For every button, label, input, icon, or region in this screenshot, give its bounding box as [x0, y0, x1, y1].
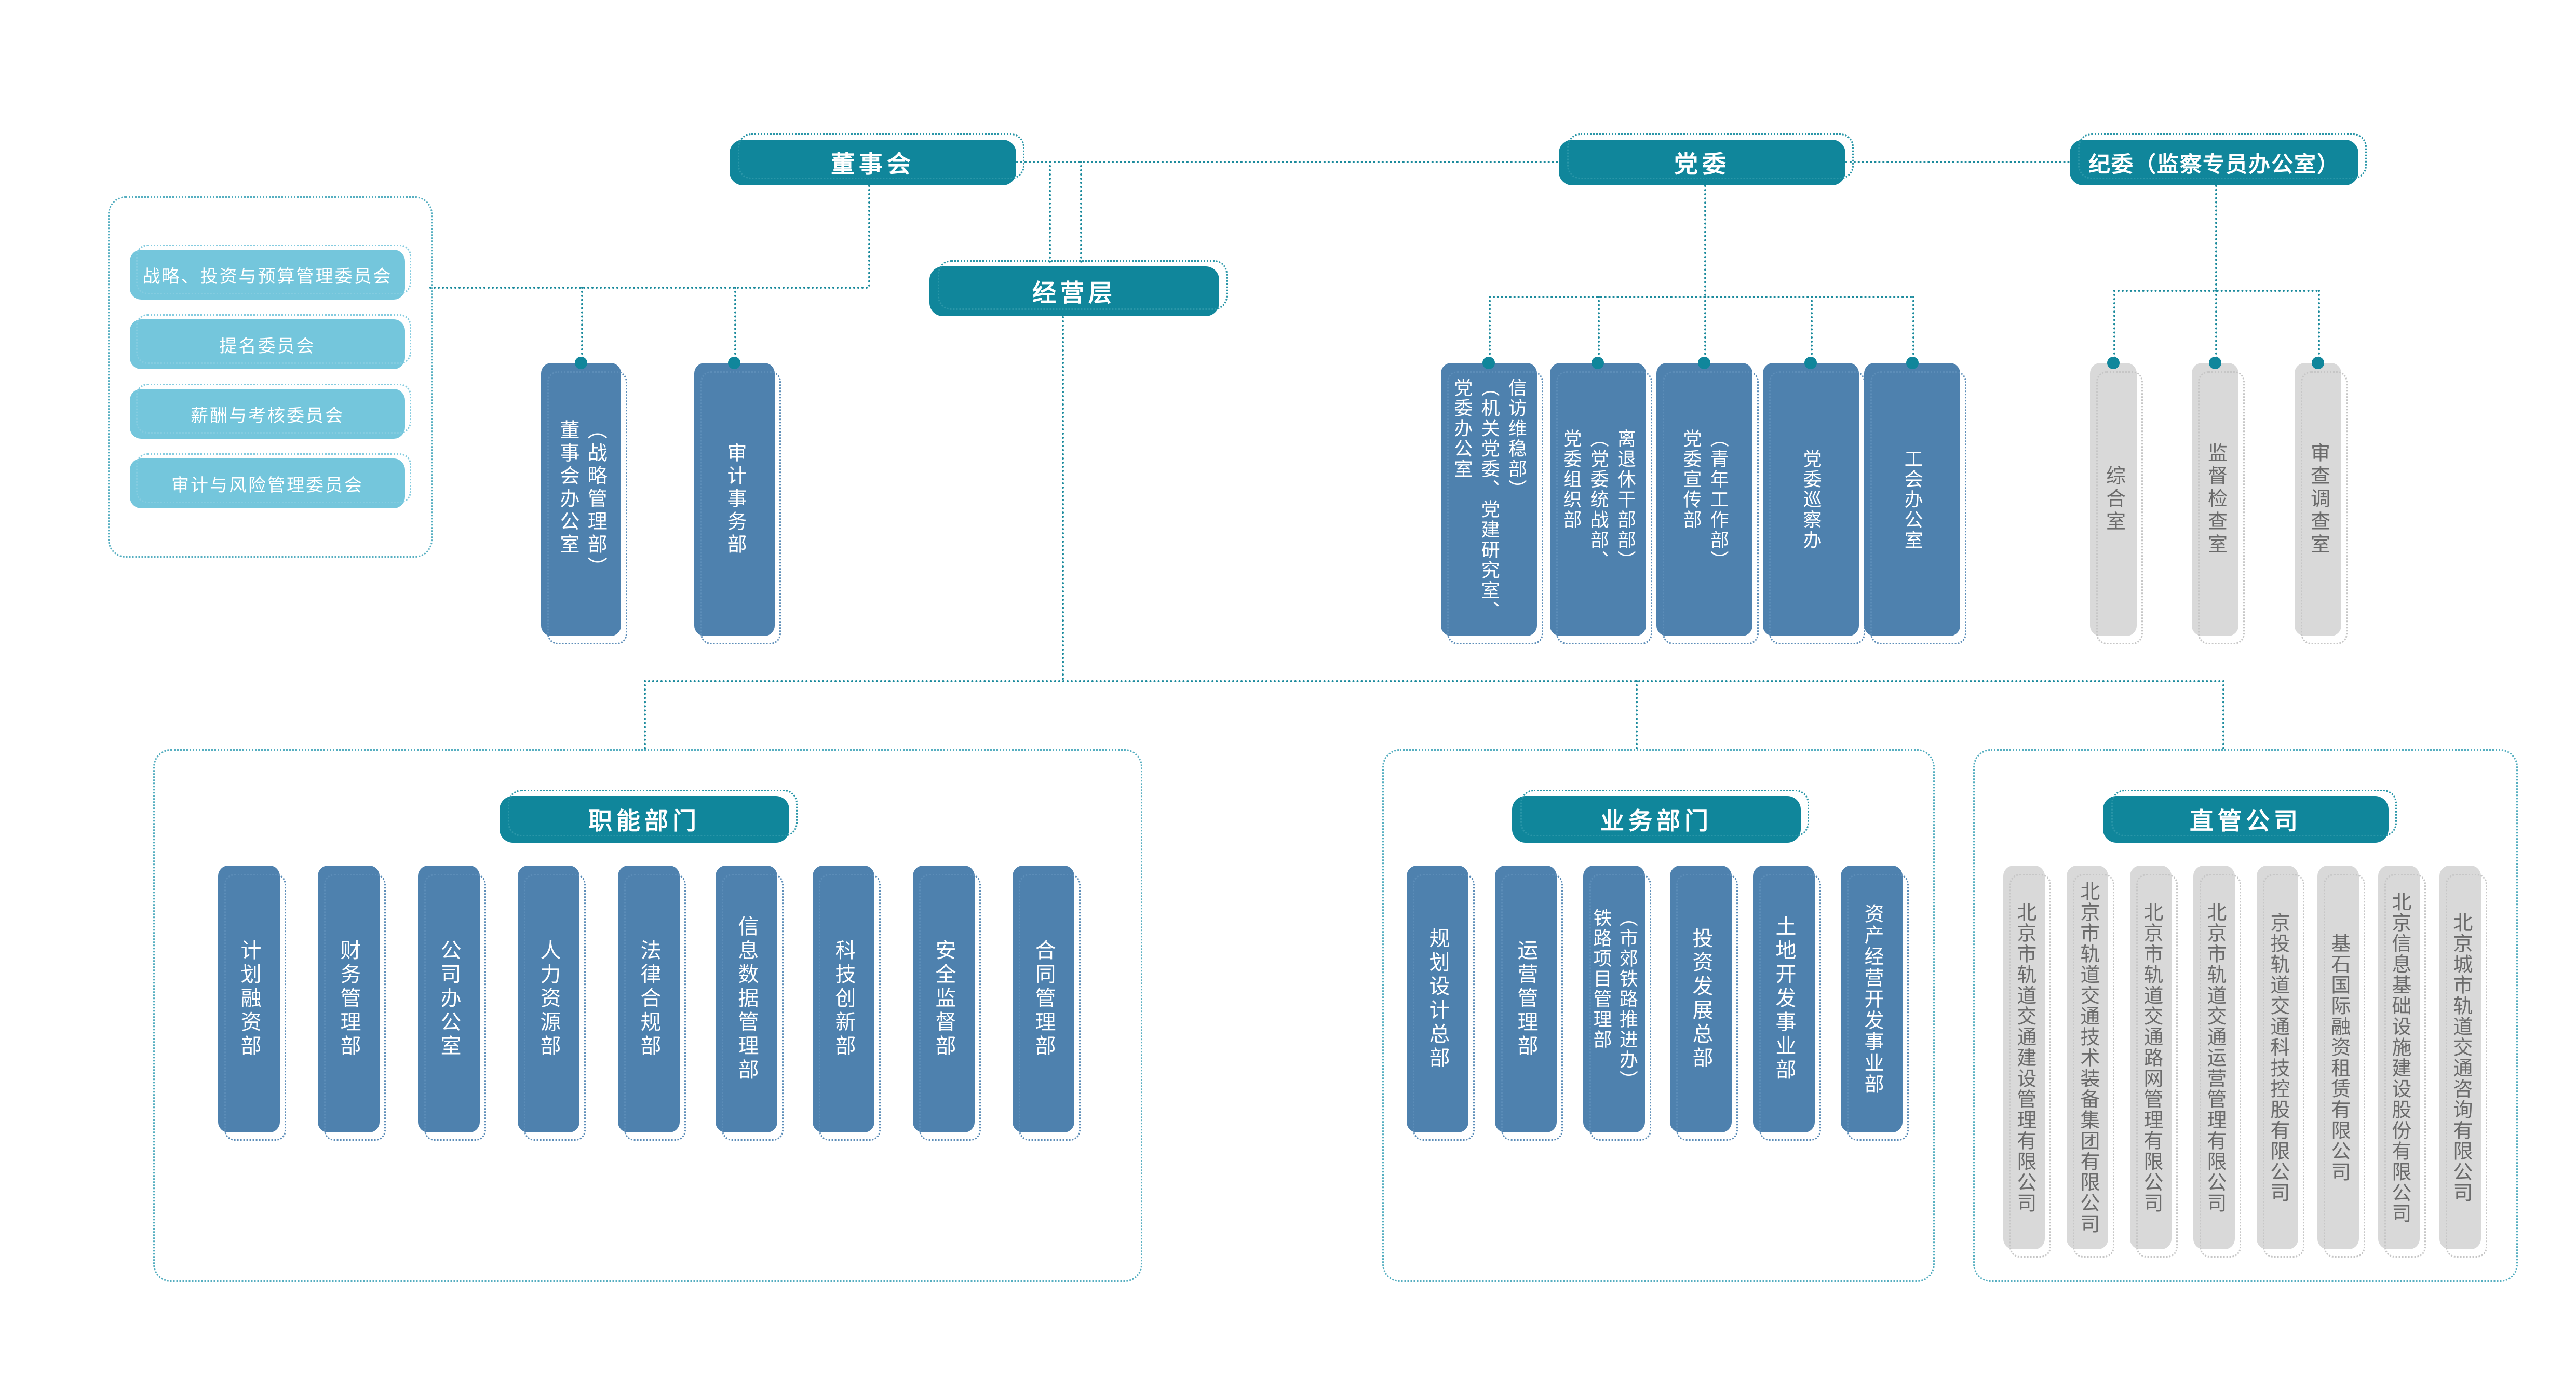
company-item: 北京信息基础设施建设股份有限公司 — [2378, 866, 2426, 1258]
committee-item: 战略、投资与预算管理委员会 — [130, 245, 411, 300]
connector-dot — [1592, 357, 1604, 369]
party-office: 党委组织部 （党委统战部、 离退休干部部） — [1550, 363, 1652, 644]
connector-party-discipline — [1845, 161, 2070, 163]
company-item: 北京城市轨道交通咨询有限公司 — [2439, 866, 2487, 1258]
company-item: 北京市轨道交通建设管理有限公司 — [2003, 866, 2051, 1258]
dept-item: 土地开发事业部 — [1753, 866, 1821, 1141]
board-committees-container — [108, 196, 433, 558]
dept-item: 规划设计总部 — [1407, 866, 1475, 1141]
node-board: 董事会 — [730, 133, 1024, 185]
connector-dot — [2209, 357, 2221, 369]
group-business-container — [1382, 749, 1935, 1282]
connector-drop-board-office-1 — [581, 287, 583, 363]
connector-drop-group-3 — [2222, 680, 2224, 749]
connector-drop-party-5 — [1912, 296, 1914, 363]
connector-board-party — [1016, 161, 1559, 163]
connector-drop-party-2 — [1598, 296, 1600, 363]
connector-drop-group-2 — [1636, 680, 1638, 749]
board-office: 董事会办公室 （战略管理部） — [541, 363, 627, 644]
connector-drop-group-1 — [644, 680, 646, 749]
dept-item: 公司办公室 — [418, 866, 486, 1141]
connector-drop-management-b — [1080, 161, 1082, 263]
party-office: 党委办公室 （机关党委、党建研究室、 信访维稳部） — [1441, 363, 1543, 644]
party-office: 工会办公室 — [1864, 363, 1966, 644]
connector-party-offices — [1489, 296, 1912, 298]
node-management: 经营层 — [929, 260, 1228, 316]
connector-drop-disc-1 — [2113, 290, 2115, 363]
dept-item: 资产经营开发事业部 — [1841, 866, 1909, 1141]
connector-dot — [728, 357, 740, 369]
connector-board-down — [868, 185, 870, 287]
connector-dot — [2107, 357, 2120, 369]
company-item: 北京市轨道交通运营管理有限公司 — [2193, 866, 2241, 1258]
connector-drop-party-1 — [1489, 296, 1491, 363]
group-companies-container — [1973, 749, 2518, 1282]
committee-item: 提名委员会 — [130, 314, 411, 369]
party-office: 党委巡察办 — [1763, 363, 1865, 644]
connector-drop-board-office-2 — [734, 287, 736, 363]
connector-dot — [1698, 357, 1710, 369]
connector-management-down — [1062, 316, 1064, 680]
discipline-office: 综合室 — [2090, 363, 2143, 644]
connector-party-down — [1704, 185, 1706, 296]
party-office: 党委宣传部 （青年工作部） — [1656, 363, 1759, 644]
connector-dot — [575, 357, 587, 369]
connector-dot — [1804, 357, 1817, 369]
dept-item: 合同管理部 — [1013, 866, 1081, 1141]
connector-drop-party-3 — [1704, 296, 1706, 363]
connector-drop-management-a — [1049, 161, 1051, 263]
connector-groups — [644, 680, 2222, 682]
connector-discipline-down — [2215, 185, 2217, 290]
group-companies-header: 直管公司 — [2103, 790, 2397, 843]
node-party: 党委 — [1559, 133, 1854, 185]
dept-item: 法律合规部 — [618, 866, 686, 1141]
company-item: 北京市轨道交通技术装备集团有限公司 — [2067, 866, 2114, 1258]
node-discipline: 纪委（监察专员办公室） — [2070, 133, 2367, 185]
group-functional-header: 职能部门 — [500, 790, 798, 843]
board-office: 审计事务部 — [694, 363, 781, 644]
company-item: 北京市轨道交通路网管理有限公司 — [2130, 866, 2178, 1258]
dept-item: 计划融资部 — [218, 866, 286, 1141]
connector-drop-party-4 — [1811, 296, 1813, 363]
group-business-header: 业务部门 — [1512, 790, 1809, 843]
connector-dot — [1482, 357, 1495, 369]
dept-item: 财务管理部 — [318, 866, 386, 1141]
company-item: 京投轨道交通科技控股有限公司 — [2257, 866, 2304, 1258]
discipline-office: 监督检查室 — [2192, 363, 2245, 644]
dept-item: 人力资源部 — [518, 866, 586, 1141]
dept-item: 信息数据管理部 — [716, 866, 784, 1141]
committee-item: 薪酬与考核委员会 — [130, 384, 411, 439]
group-functional-container — [153, 749, 1142, 1282]
connector-dot — [2312, 357, 2324, 369]
dept-item: 安全监督部 — [913, 866, 981, 1141]
dept-item: 运营管理部 — [1495, 866, 1563, 1141]
connector-drop-disc-3 — [2318, 290, 2320, 363]
discipline-office: 审查调查室 — [2295, 363, 2348, 644]
committee-item: 审计与风险管理委员会 — [130, 453, 411, 508]
connector-drop-disc-2 — [2215, 290, 2217, 363]
dept-item: 铁路项目管理部 （市郊铁路推进办） — [1583, 866, 1651, 1141]
dept-item: 投资发展总部 — [1670, 866, 1738, 1141]
connector-board-offices — [429, 287, 868, 289]
company-item: 基石国际融资租赁有限公司 — [2317, 866, 2365, 1258]
connector-dot — [1906, 357, 1919, 369]
dept-item: 科技创新部 — [813, 866, 881, 1141]
